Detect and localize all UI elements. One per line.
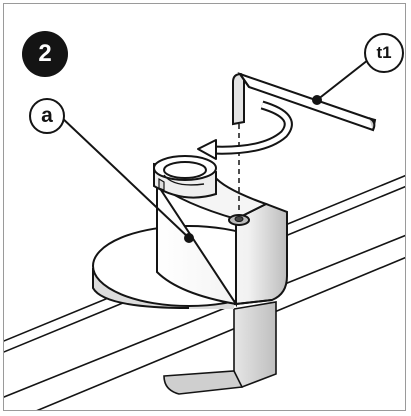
assembly-illustration [4,59,405,410]
callout-tool-t1: t1 [364,33,404,73]
callout-leaders [59,59,369,243]
clamp-bracket [163,301,277,395]
callout-label-a: a [41,104,53,127]
step-number-badge: 2 [22,31,68,77]
rotation-arrow [197,100,293,160]
clamp-post [153,155,288,308]
callout-label-t1: t1 [376,43,392,62]
step-number: 2 [38,40,52,67]
diagram-frame: 2 a t1 [3,3,406,411]
callout-part-a: a [29,98,65,134]
hex-key [232,72,377,132]
